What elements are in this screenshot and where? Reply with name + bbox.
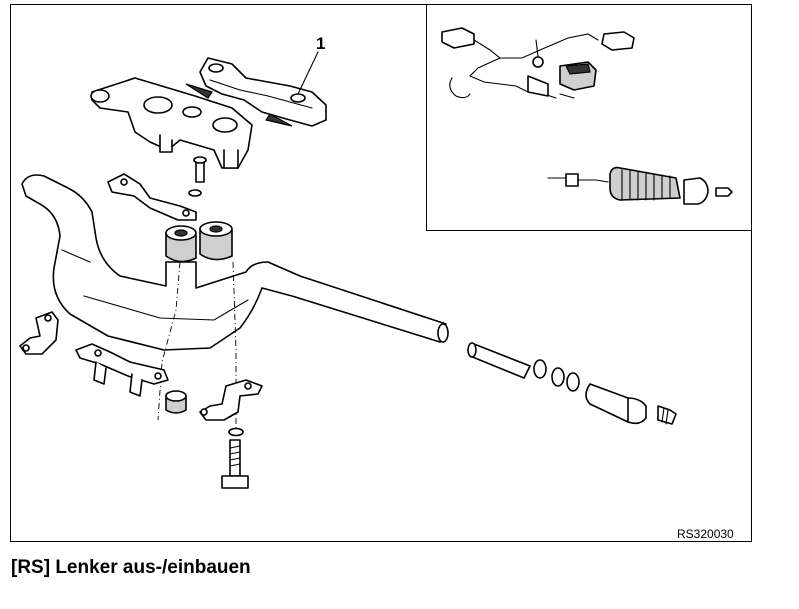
handlebar-clamp-icon xyxy=(199,57,327,127)
fork-bridge-icon xyxy=(90,77,253,169)
leader-line xyxy=(297,51,319,95)
long-bolt-icon xyxy=(221,439,249,489)
part-label: 1 xyxy=(316,34,326,53)
inset-frame xyxy=(426,4,752,231)
mount-bracket-right-icon xyxy=(199,379,263,421)
caption-title: [RS] Lenker aus-/einbauen xyxy=(11,557,251,578)
image-code: RS320030 xyxy=(677,527,734,541)
bracket-strip-icon xyxy=(75,343,169,397)
arrow-right-icon xyxy=(265,113,293,127)
heated-grip-icon xyxy=(609,166,733,205)
wiring-harness-icon xyxy=(441,27,635,187)
clamp-bolt-icon xyxy=(188,156,207,197)
washer-icon xyxy=(228,427,244,437)
bar-end-weight-icon xyxy=(467,342,677,425)
rubber-damper-icon xyxy=(165,221,233,263)
mount-bracket-left-icon xyxy=(19,311,59,355)
handlebar-tube-icon xyxy=(21,174,449,351)
cable-bracket-icon xyxy=(107,173,197,221)
arrow-left-icon xyxy=(185,83,213,99)
